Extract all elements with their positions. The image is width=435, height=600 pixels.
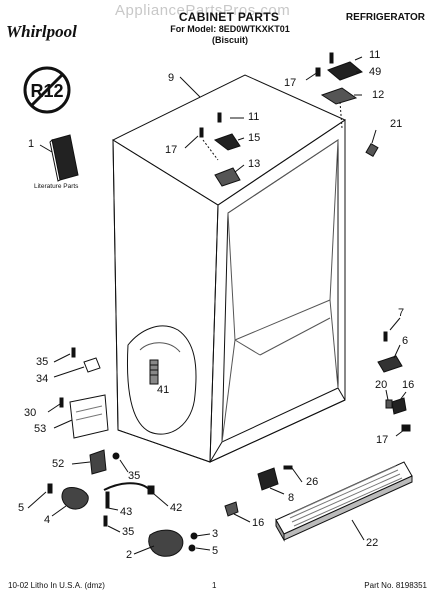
part-16-right <box>391 397 407 415</box>
top-hinge-assembly <box>320 52 363 105</box>
callout-4: 4 <box>44 514 51 526</box>
callout-22: 22 <box>366 537 379 549</box>
callout-15: 15 <box>248 132 261 144</box>
callout-35-bottom: 35 <box>122 526 135 538</box>
callout-12: 12 <box>372 89 385 101</box>
part-13 <box>214 167 241 187</box>
callout-35-left: 35 <box>36 356 49 368</box>
part-16-bottom <box>224 501 239 517</box>
callout-52: 52 <box>52 458 65 470</box>
callout-16-bottom: 16 <box>252 517 265 529</box>
callout-17-mid: 17 <box>165 144 178 156</box>
brand-logo: Whirlpool <box>6 22 77 41</box>
part-4 <box>61 487 89 510</box>
part-6 <box>377 355 403 373</box>
literature-label: Literature Parts <box>34 183 79 190</box>
callout-41: 41 <box>157 384 170 396</box>
callout-42: 42 <box>170 502 183 514</box>
diagram-title: CABINET PARTS <box>178 10 280 24</box>
part-21 <box>365 142 379 158</box>
part-15 <box>213 133 241 151</box>
callout-8: 8 <box>288 492 295 504</box>
toe-grille <box>275 461 413 542</box>
callout-20: 20 <box>375 379 388 391</box>
callout-7: 7 <box>398 307 405 319</box>
callout-21: 21 <box>390 118 403 130</box>
leader-1 <box>39 144 53 153</box>
callout-2: 2 <box>126 549 133 561</box>
part-2 <box>148 529 184 557</box>
category-label: REFRIGERATOR <box>345 12 425 23</box>
callout-17-right: 17 <box>376 434 389 446</box>
part-42-tube <box>103 482 151 491</box>
model-line: For Model: 8ED0WTKXKT01 <box>170 24 290 34</box>
callout-35-mid: 35 <box>128 470 141 482</box>
dispenser-light-part-41 <box>149 359 159 385</box>
callout-26: 26 <box>306 476 319 488</box>
callout-11-mid: 11 <box>248 111 260 123</box>
callout-34: 34 <box>36 373 49 385</box>
callout-53: 53 <box>34 423 47 435</box>
part-52 <box>89 449 107 475</box>
footer-part-number: Part No. 8198351 <box>364 581 427 590</box>
callout-9: 9 <box>168 72 175 84</box>
leader-9 <box>179 76 201 98</box>
footer-litho: 10-02 Litho In U.S.A. (dmz) <box>8 581 105 590</box>
callout-5-left: 5 <box>18 502 25 514</box>
literature-booklet <box>49 134 79 182</box>
callout-3: 3 <box>212 528 219 540</box>
variant-line: (Biscuit) <box>212 35 248 45</box>
callout-17-top: 17 <box>284 77 297 89</box>
part-8 <box>257 467 279 491</box>
no-r12-symbol-icon: R12 <box>23 66 71 114</box>
callout-49: 49 <box>369 66 382 78</box>
callout-1: 1 <box>28 138 35 150</box>
callout-6: 6 <box>402 335 409 347</box>
callout-43: 43 <box>120 506 133 518</box>
watermark: AppliancePartsPros.com <box>115 2 291 19</box>
dispenser-cavity <box>126 325 197 435</box>
callout-5-bottom: 5 <box>212 545 219 557</box>
callout-16-right: 16 <box>402 379 415 391</box>
callout-11-top: 11 <box>369 49 381 61</box>
part-20 <box>385 399 393 409</box>
callout-13: 13 <box>248 158 261 170</box>
callout-30: 30 <box>24 407 37 419</box>
model-info: For Model: 8ED0WTKXKT01 (Biscuit) <box>150 24 310 46</box>
footer-page-number: 1 <box>212 581 217 590</box>
